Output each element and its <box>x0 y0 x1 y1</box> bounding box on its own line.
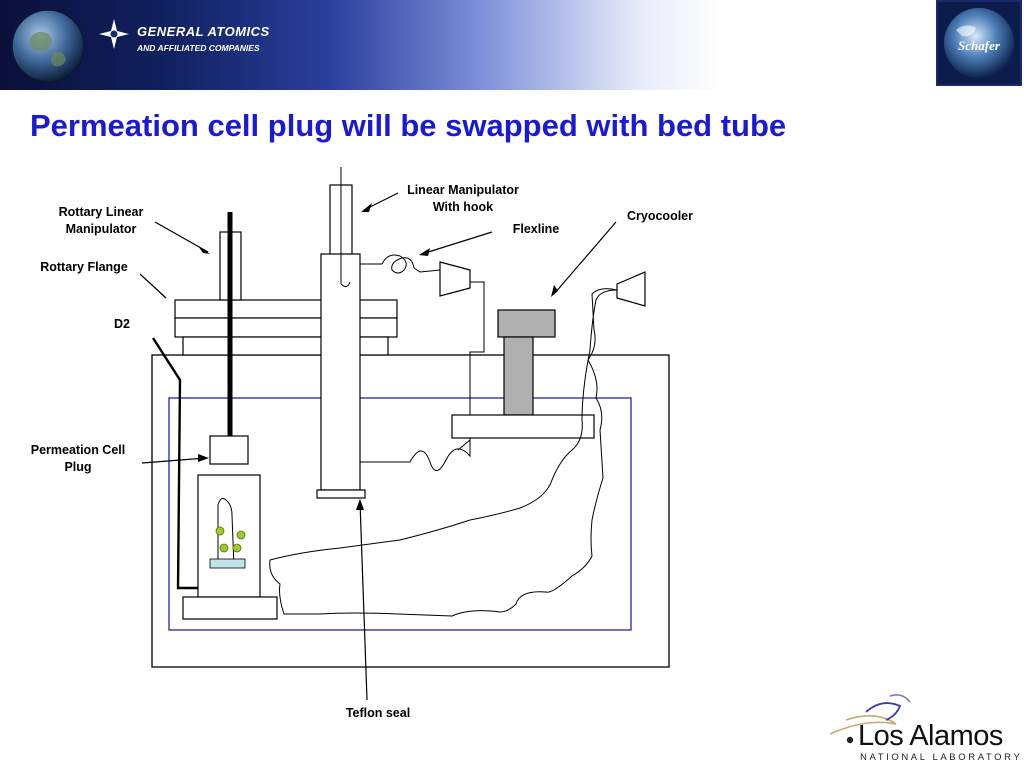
flexline-top <box>360 254 441 274</box>
pellet <box>232 543 242 553</box>
label-linear-manipulator: Linear Manipulator <box>407 183 519 197</box>
los-alamos-logo <box>829 694 911 744</box>
label-rotary-linear: Rottary Linear <box>59 205 144 219</box>
cell-base <box>182 596 278 620</box>
arrow-rotary-flange <box>139 273 167 299</box>
arrowhead <box>198 454 209 462</box>
schafer-logo: Schafer <box>936 0 1022 86</box>
arrow-flexline <box>421 231 493 255</box>
label-permeation-cell: Permeation Cell <box>31 443 125 457</box>
arrowhead <box>198 246 210 254</box>
manipulator-hook <box>340 281 351 288</box>
arrowhead <box>419 248 430 256</box>
label-permeation-plug: Plug <box>64 460 91 474</box>
general-atomics-logo-icon <box>99 19 129 49</box>
permeation-tube <box>217 497 235 569</box>
arrowhead <box>159 292 168 300</box>
arrowhead <box>361 203 372 212</box>
arrow-permeation-plug <box>141 457 207 464</box>
globe-icon <box>11 9 85 83</box>
orbit-icon <box>889 694 911 703</box>
flexline-loop <box>269 288 618 617</box>
orbit-icon <box>829 715 897 735</box>
pellet <box>215 526 225 536</box>
pellet <box>236 530 246 540</box>
pellet <box>219 543 229 553</box>
valve-left <box>439 261 471 297</box>
inner-chamber <box>168 397 632 631</box>
label-cryocooler: Cryocooler <box>627 209 693 223</box>
valve-line <box>457 281 485 451</box>
valve-right <box>616 271 646 307</box>
teflon-seal <box>316 489 366 499</box>
label-rotary-flange: Rottary Flange <box>40 260 128 274</box>
company-subtitle: AND AFFILIATED COMPANIES <box>137 43 260 53</box>
permeation-cell-housing <box>197 474 261 598</box>
arrowhead <box>356 499 364 510</box>
orbit-icon <box>865 702 902 721</box>
label-rotary-manipulator: Manipulator <box>66 222 137 236</box>
arrow-teflon-seal <box>359 501 368 701</box>
d2-line <box>151 337 198 590</box>
label-d2: D2 <box>114 317 130 331</box>
page-title: Permeation cell plug will be swapped wit… <box>30 108 787 143</box>
rotary-flange-middle <box>174 317 398 338</box>
cell-plate <box>209 558 246 569</box>
company-name: GENERAL ATOMICS <box>137 24 270 39</box>
cold-plate <box>451 414 595 439</box>
schafer-logo-text: Schafer <box>958 38 1001 53</box>
arrow-cryocooler <box>553 221 617 295</box>
rotary-flange-top <box>174 299 398 319</box>
lab-subtitle: NATIONAL LABORATORY <box>860 752 1023 763</box>
cryocooler-column <box>503 336 534 416</box>
flexline-bottom <box>360 440 471 471</box>
lab-name: Los Alamos <box>858 720 1003 752</box>
header-banner <box>0 0 1024 90</box>
nucleus-icon <box>846 736 854 744</box>
arrowhead <box>551 285 558 297</box>
outer-chamber <box>151 354 670 668</box>
label-teflon-seal: Teflon seal <box>346 706 410 720</box>
cryocooler-head <box>497 309 556 338</box>
label-linear-manipulator-hook: With hook <box>433 200 493 214</box>
label-flexline: Flexline <box>513 222 560 236</box>
linear-manipulator-tube <box>320 253 361 491</box>
schafer-globe-icon: Schafer <box>944 8 1014 78</box>
permeation-cell-plug <box>209 435 249 465</box>
